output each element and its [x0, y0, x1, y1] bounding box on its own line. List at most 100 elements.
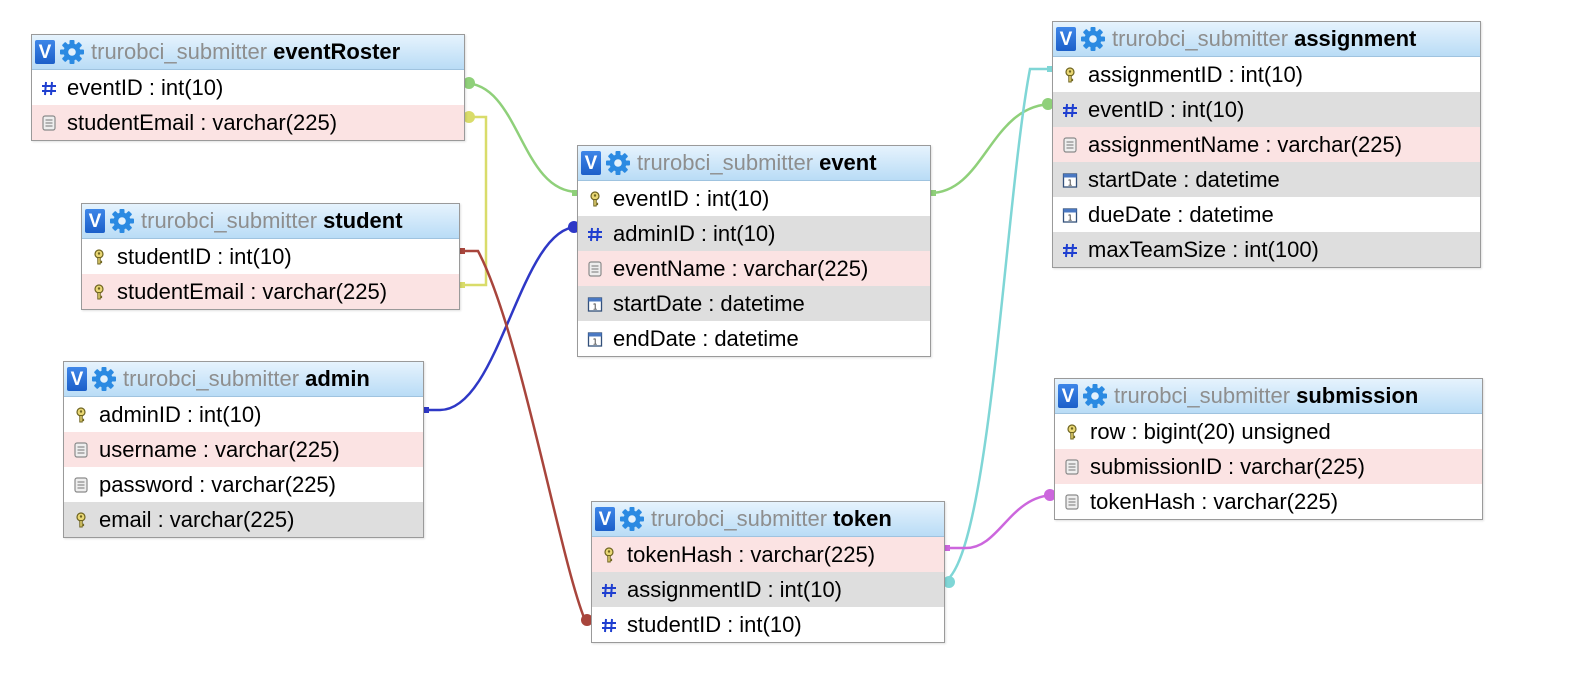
gear-icon[interactable] — [1082, 383, 1114, 409]
column-type: int(10) — [1181, 96, 1245, 122]
column-name: eventID — [613, 185, 689, 211]
gear-icon[interactable] — [91, 366, 123, 392]
column-name: studentID — [627, 611, 722, 637]
column-type: int(10) — [706, 185, 770, 211]
column-row[interactable]: tokenHash:varchar(225) — [1055, 484, 1482, 519]
key-icon — [600, 546, 627, 564]
relation-assignment-token — [943, 67, 1053, 584]
column-separator: : — [250, 278, 257, 304]
database-name: trurobci_submitter — [123, 366, 300, 391]
column-type: int(10) — [713, 220, 776, 246]
v-toggle-button[interactable]: V — [1058, 384, 1078, 408]
column-separator: : — [1131, 418, 1138, 444]
column-row[interactable]: eventID:int(10) — [578, 181, 930, 216]
relation-event-assignment-end — [1042, 98, 1054, 110]
table-name: token — [833, 506, 892, 531]
column-row[interactable]: maxTeamSize:int(100) — [1053, 232, 1480, 267]
v-toggle-button[interactable]: V — [595, 507, 615, 531]
column-row[interactable]: assignmentID:int(10) — [592, 572, 944, 607]
column-row[interactable]: assignmentName:varchar(225) — [1053, 127, 1480, 162]
relation-eventroster-student-end — [463, 111, 475, 123]
gear-icon[interactable] — [109, 208, 141, 234]
column-row[interactable]: row:bigint(20) unsigned — [1055, 414, 1482, 449]
relation-token-submission-start — [944, 545, 950, 551]
column-name: startDate — [613, 290, 703, 316]
relation-eventroster-event-start — [572, 190, 578, 196]
column-row[interactable]: adminID:int(10) — [578, 216, 930, 251]
relation-assignment-token-start — [1047, 66, 1053, 72]
text-icon — [1061, 136, 1088, 154]
relation-event-assignment — [929, 102, 1054, 195]
column-name: submissionID — [1090, 453, 1223, 479]
column-row[interactable]: eventID:int(10) — [32, 70, 464, 105]
column-row[interactable]: eventName:varchar(225) — [578, 251, 930, 286]
column-row[interactable]: tokenHash:varchar(225) — [592, 537, 944, 572]
column-separator: : — [727, 611, 734, 637]
date-icon: 1 — [586, 330, 613, 348]
gear-icon[interactable] — [619, 506, 651, 532]
column-separator: : — [694, 185, 701, 211]
column-separator: : — [738, 541, 745, 567]
key-icon — [72, 406, 99, 424]
column-row[interactable]: eventID:int(10) — [1053, 92, 1480, 127]
table-name: assignment — [1294, 26, 1417, 51]
column-name: email — [99, 506, 152, 532]
column-row[interactable]: assignmentID:int(10) — [1053, 57, 1480, 92]
column-type: int(10) — [160, 74, 224, 100]
column-row[interactable]: email:varchar(225) — [64, 502, 423, 537]
gear-icon[interactable] — [1080, 26, 1112, 52]
column-row[interactable]: studentID:int(10) — [82, 239, 459, 274]
relation-token-submission-end — [1044, 489, 1056, 501]
v-toggle-button[interactable]: V — [67, 367, 87, 391]
v-toggle-button[interactable]: V — [581, 151, 601, 175]
column-row[interactable]: studentID:int(10) — [592, 607, 944, 642]
column-name: assignmentID — [627, 576, 762, 602]
column-row[interactable]: password:varchar(225) — [64, 467, 423, 502]
column-row[interactable]: studentEmail:varchar(225) — [32, 105, 464, 140]
column-type: varchar(225) — [1277, 131, 1403, 157]
table-name: admin — [305, 366, 370, 391]
column-separator: : — [157, 506, 164, 532]
numeric-icon — [1061, 241, 1088, 259]
column-type: varchar(225) — [262, 278, 388, 304]
column-type: int(10) — [779, 576, 842, 602]
database-name: trurobci_submitter — [1114, 383, 1291, 408]
v-toggle-button[interactable]: V — [85, 209, 105, 233]
v-toggle-button[interactable]: V — [1056, 27, 1076, 51]
column-separator: : — [767, 576, 774, 602]
column-type: varchar(225) — [211, 471, 336, 497]
column-row[interactable]: adminID:int(10) — [64, 397, 423, 432]
v-toggle-button[interactable]: V — [35, 40, 55, 64]
gear-icon[interactable] — [605, 150, 637, 176]
text-icon — [40, 114, 67, 132]
column-row[interactable]: studentEmail:varchar(225) — [82, 274, 459, 309]
column-name: tokenHash — [1090, 488, 1196, 514]
column-row[interactable]: submissionID:varchar(225) — [1055, 449, 1482, 484]
key-icon — [72, 511, 99, 529]
key-icon — [586, 190, 613, 208]
gear-icon[interactable] — [59, 39, 91, 65]
column-row[interactable]: username:varchar(225) — [64, 432, 423, 467]
key-icon — [1061, 66, 1088, 84]
column-separator: : — [148, 74, 155, 100]
column-separator: : — [200, 109, 207, 135]
key-icon — [90, 248, 117, 266]
